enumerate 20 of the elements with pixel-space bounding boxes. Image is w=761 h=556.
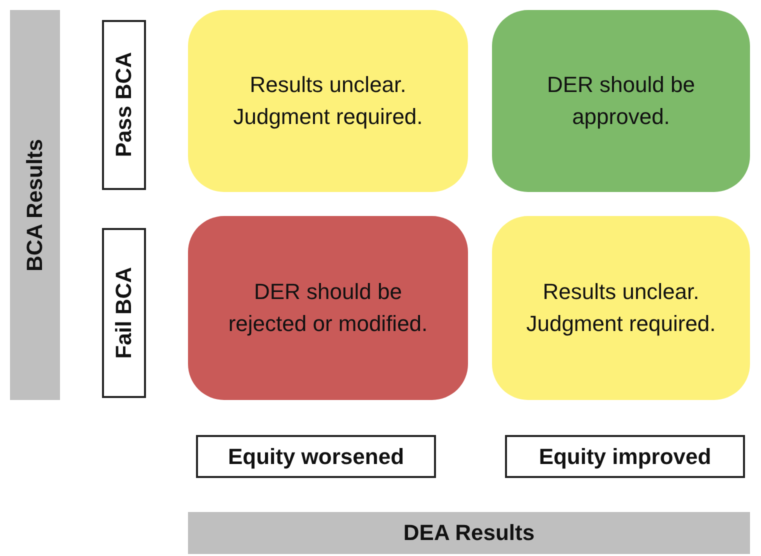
outcome-text: Results unclear. Judgment required. xyxy=(232,71,424,131)
column-header-label: Equity improved xyxy=(538,442,712,471)
row-header-box xyxy=(102,20,146,190)
outcome-text: Results unclear. Judgment required. xyxy=(525,278,717,338)
row-header-label: Pass BCA xyxy=(110,52,138,158)
column-header-box xyxy=(505,435,745,478)
axis-band xyxy=(188,512,750,554)
outcome-text: DER should be approved. xyxy=(546,71,696,131)
outcome-card xyxy=(188,10,468,192)
outcome-text: DER should be rejected or modified. xyxy=(227,278,429,338)
axis-title: BCA Results xyxy=(21,138,48,272)
column-header-box xyxy=(196,435,436,478)
outcome-card xyxy=(492,216,750,400)
outcome-card xyxy=(188,216,468,400)
axis-band xyxy=(10,10,60,400)
outcome-card xyxy=(492,10,750,192)
column-header-label: Equity worsened xyxy=(228,442,404,471)
row-header-box xyxy=(102,228,146,398)
axis-title: DEA Results xyxy=(403,519,535,548)
row-header-label: Fail BCA xyxy=(110,267,138,359)
